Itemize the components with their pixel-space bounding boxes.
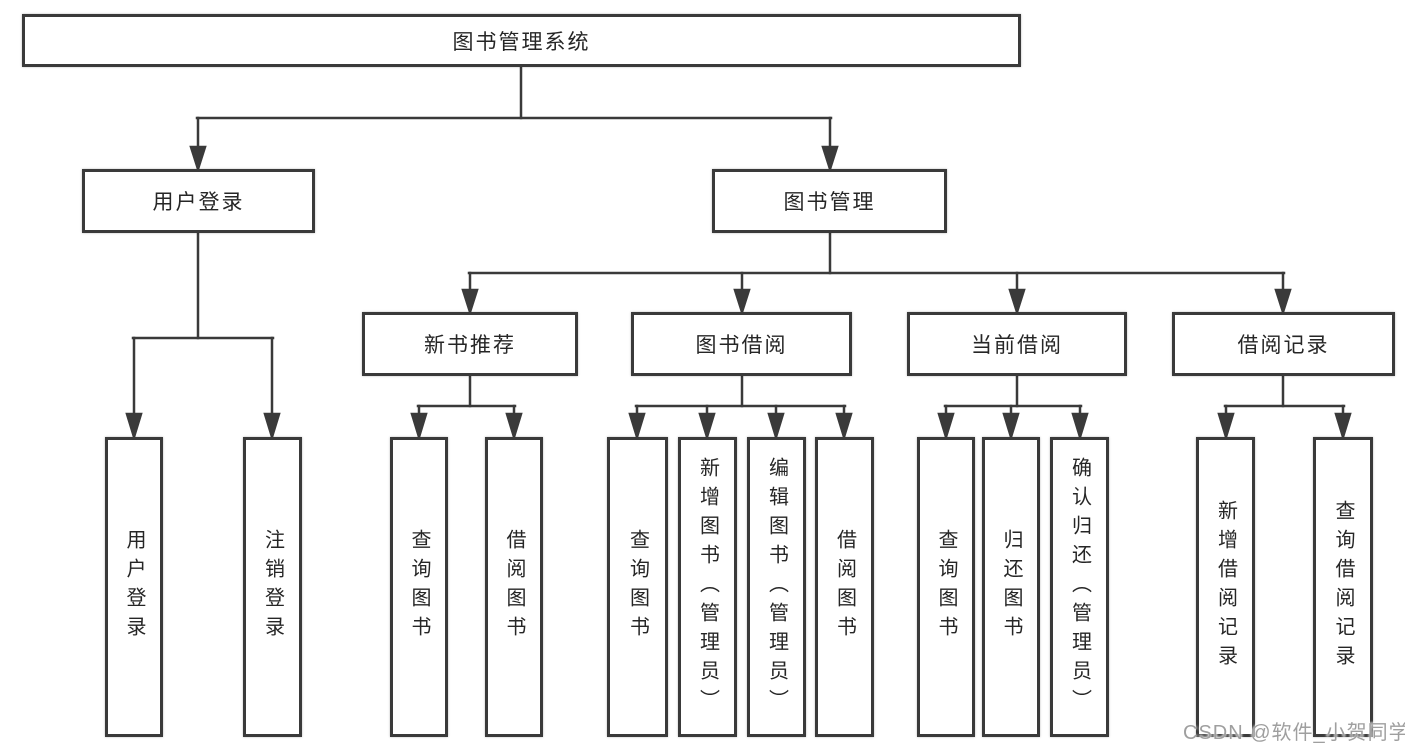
node-label: 当前借阅 xyxy=(971,334,1063,357)
node-leaf-confirm-return-admin: 确认归还（管理员） xyxy=(1050,437,1109,737)
node-label: 查询借阅记录 xyxy=(1332,500,1354,674)
node-leaf-query-borrow-record: 查询借阅记录 xyxy=(1313,437,1373,737)
node-leaf-edit-books-admin: 编辑图书（管理员） xyxy=(747,437,806,737)
node-label: 用户登录 xyxy=(123,529,145,645)
node-label: 查询图书 xyxy=(935,529,957,645)
node-current-borrowing: 当前借阅 xyxy=(907,312,1127,376)
node-leaf-add-borrow-record: 新增借阅记录 xyxy=(1196,437,1255,737)
node-book-borrowing: 图书借阅 xyxy=(631,312,852,376)
node-user-login-group: 用户登录 xyxy=(82,169,315,233)
node-leaf-add-books-admin: 新增图书（管理员） xyxy=(678,437,737,737)
node-leaf-return-books: 归还图书 xyxy=(982,437,1040,737)
node-label: 查询图书 xyxy=(408,529,430,645)
node-leaf-recommend-borrow-books: 借阅图书 xyxy=(485,437,543,737)
node-leaf-user-login: 用户登录 xyxy=(105,437,163,737)
node-leaf-recommend-query-books: 查询图书 xyxy=(390,437,448,737)
node-label: 查询图书 xyxy=(626,529,649,645)
node-leaf-current-query-books: 查询图书 xyxy=(917,437,975,737)
node-label: 借阅记录 xyxy=(1237,334,1330,357)
node-leaf-logout: 注销登录 xyxy=(243,437,302,737)
node-label: 新增借阅记录 xyxy=(1214,500,1237,674)
node-label: 图书管理系统 xyxy=(452,30,591,54)
node-label: 借阅图书 xyxy=(503,529,525,645)
node-book-management: 图书管理 xyxy=(712,169,947,233)
node-label: 图书借阅 xyxy=(695,334,788,357)
node-label: 图书管理 xyxy=(783,191,876,214)
node-label: 编辑图书（管理员） xyxy=(765,456,788,718)
node-label: 归还图书 xyxy=(1000,529,1022,645)
node-library-management-system: 图书管理系统 xyxy=(22,14,1021,67)
node-new-book-recommendation: 新书推荐 xyxy=(362,312,578,376)
node-label: 新书推荐 xyxy=(424,334,516,357)
node-label: 注销登录 xyxy=(261,529,284,645)
node-leaf-borrowing-borrow-books: 借阅图书 xyxy=(815,437,874,737)
node-label: 用户登录 xyxy=(152,191,245,214)
node-leaf-borrowing-query-books: 查询图书 xyxy=(607,437,668,737)
node-label: 借阅图书 xyxy=(833,529,856,645)
node-label: 新增图书（管理员） xyxy=(696,456,719,718)
node-borrowing-records: 借阅记录 xyxy=(1172,312,1395,376)
node-label: 确认归还（管理员） xyxy=(1068,456,1091,718)
csdn-watermark: CSDN @软件_小贺同学 xyxy=(1183,722,1405,744)
